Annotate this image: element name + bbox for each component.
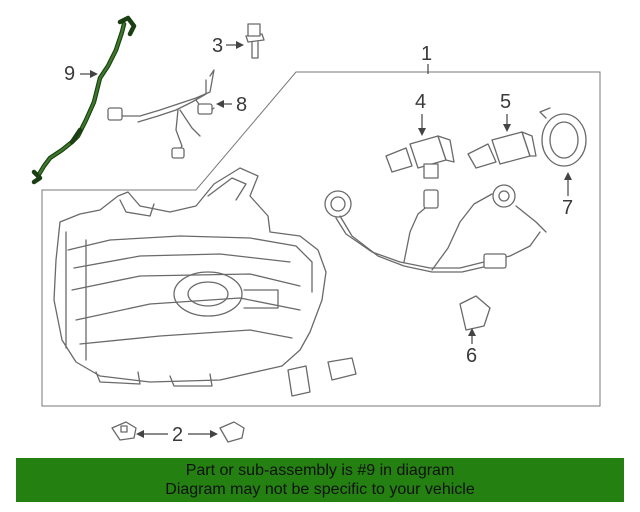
bulb-part-6: 6 bbox=[459, 295, 491, 367]
svg-text:5: 5 bbox=[500, 91, 511, 113]
notice-banner: Part or sub-assembly is #9 in diagram Di… bbox=[16, 458, 624, 502]
harness-part-9: 9 bbox=[31, 15, 137, 185]
banner-line-2: Diagram may not be specific to your vehi… bbox=[165, 481, 475, 498]
banner-line-1: Part or sub-assembly is #9 in diagram bbox=[185, 462, 455, 479]
svg-text:7: 7 bbox=[562, 197, 573, 219]
housing-clip bbox=[287, 357, 357, 397]
ring-part-7: 7 bbox=[539, 107, 587, 219]
harness-part-8: 8 bbox=[107, 69, 247, 159]
svg-text:8: 8 bbox=[236, 94, 247, 116]
callout-1: 1 bbox=[421, 43, 432, 74]
svg-text:2: 2 bbox=[172, 424, 183, 446]
bulb-part-4: 4 bbox=[385, 91, 455, 179]
svg-text:3: 3 bbox=[212, 35, 223, 57]
assembly-outline bbox=[41, 71, 601, 407]
bulb-part-5: 5 bbox=[467, 91, 537, 169]
socket-harness bbox=[324, 184, 547, 273]
svg-text:4: 4 bbox=[415, 91, 426, 113]
svg-text:9: 9 bbox=[64, 63, 75, 85]
headlamp-assembly bbox=[53, 167, 327, 387]
clips-part-2: 2 bbox=[111, 421, 245, 446]
svg-text:6: 6 bbox=[466, 345, 477, 367]
bolt-part-3: 3 bbox=[212, 23, 265, 59]
parts-diagram: 1 4 bbox=[31, 15, 601, 446]
svg-text:1: 1 bbox=[421, 43, 432, 65]
